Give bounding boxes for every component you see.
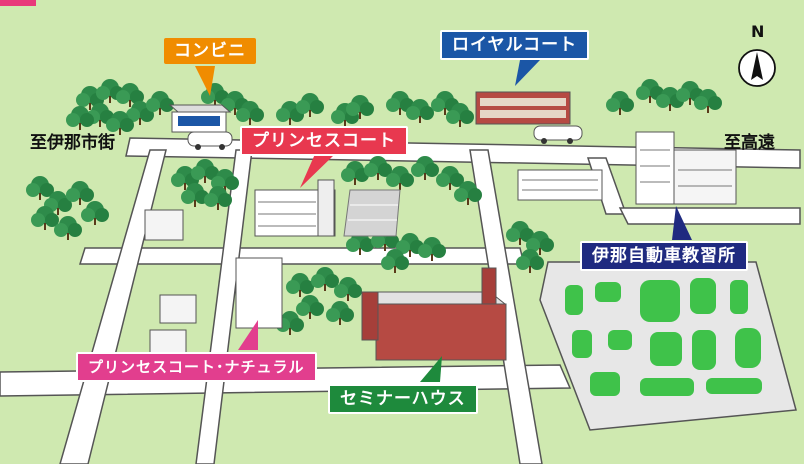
label-seminar-house[interactable]: セミナーハウス [328,384,478,414]
princess-court-natural-pointer [238,320,258,350]
direction-to-ina-city: 至伊那市街 [30,133,115,153]
small-building-lower [159,294,197,324]
car-right [533,125,583,144]
label-princess-court-natural[interactable]: プリンセスコート･ナチュラル [76,352,317,382]
apartment-block [517,169,603,201]
car-left [187,131,233,150]
label-konbini[interactable]: コンビニ [164,38,256,64]
tall-building [635,131,737,205]
label-royal-court[interactable]: ロイヤルコート [440,30,590,60]
compass-north-letter: N [751,22,765,41]
callout-pointers [195,60,692,382]
road-middle [78,247,525,265]
label-princess-court[interactable]: プリンセスコート [240,126,408,156]
princess-court-building [254,179,336,237]
royal-court-building [475,91,571,125]
small-building-lower-2 [149,329,187,357]
driving-school-pointer [672,206,692,240]
princess-court-natural-building [235,257,283,329]
parking-lot [343,189,401,237]
seminar-house-building [360,267,507,361]
road-right-lower [618,207,801,225]
driving-school-course [539,261,797,431]
north-arrow-icon [738,49,776,87]
corner-accent [0,0,36,6]
royal-court-pointer [515,60,540,86]
direction-to-takato: 至高遠 [724,133,775,153]
princess-court-pointer [300,154,335,188]
convenience-store-building [168,104,232,133]
small-building [144,209,184,241]
label-driving-school[interactable]: 伊那自動車教習所 [580,241,748,271]
seminar-house-pointer [420,356,442,382]
konbini-pointer [195,66,215,96]
